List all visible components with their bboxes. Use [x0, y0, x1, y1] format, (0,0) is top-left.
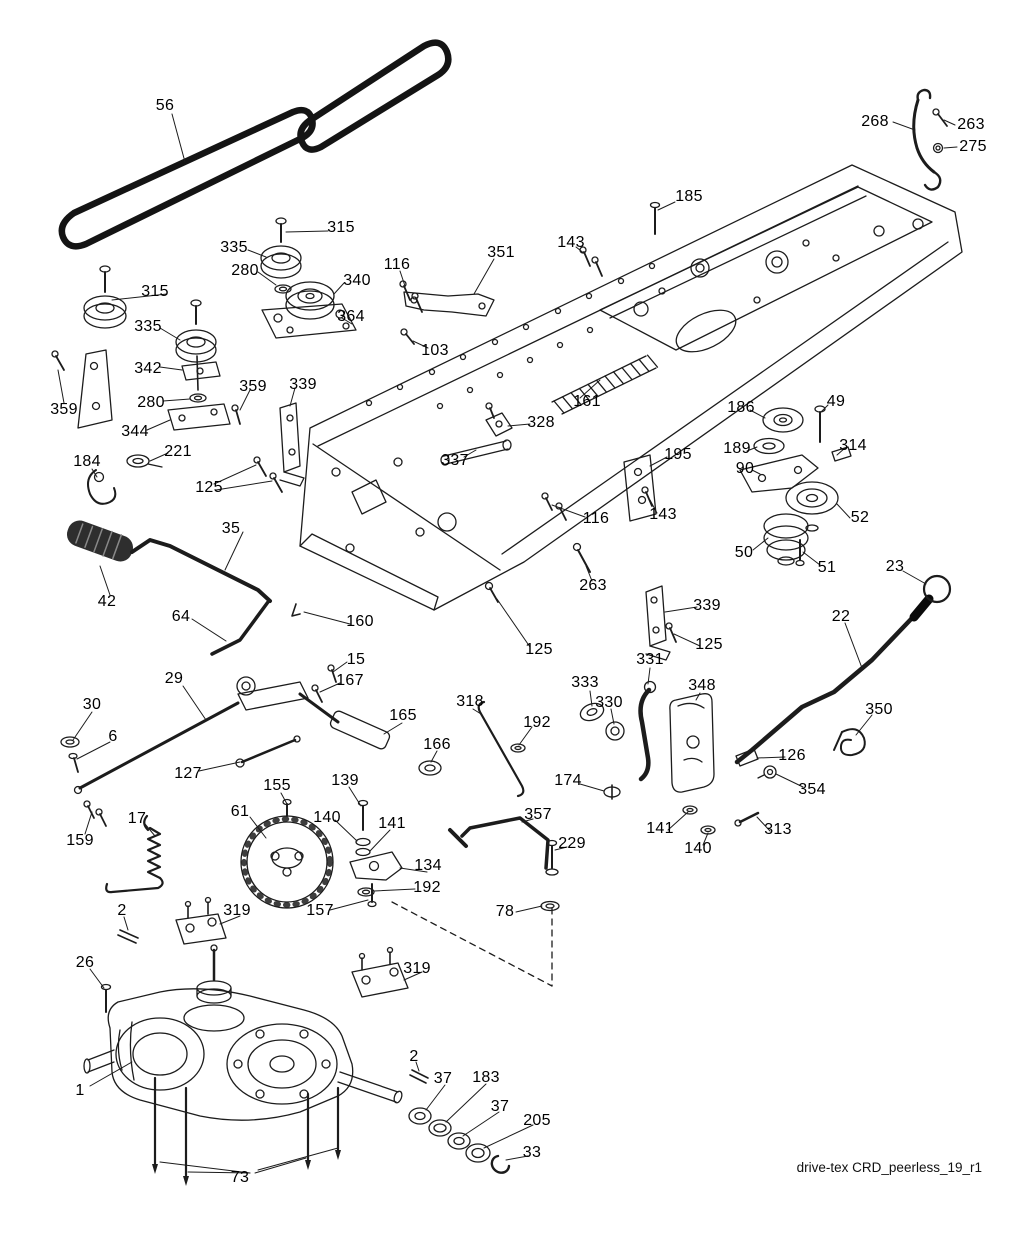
engine-pulleys-left — [83, 217, 357, 403]
vent-slots — [551, 354, 659, 415]
drive-belt — [58, 39, 452, 250]
leader-lines — [57, 113, 958, 1174]
axle-hardware — [408, 1107, 511, 1174]
control-rods — [60, 520, 952, 827]
frame-rivet-holes — [365, 262, 656, 410]
brake-linkage — [105, 798, 560, 912]
chassis-frame — [299, 164, 963, 611]
mounting-brackets-left — [51, 349, 305, 505]
upper-brackets — [399, 201, 661, 466]
support-brackets-right — [484, 454, 677, 661]
shift-lever-assembly — [579, 680, 866, 835]
dashed-reference-lines — [391, 901, 553, 987]
handle-grip — [66, 520, 134, 562]
transaxle — [83, 896, 429, 1186]
idler-pulleys-right — [739, 405, 852, 567]
tension-rod — [912, 88, 948, 191]
drawing-id: drive-tex CRD_peerless_19_r1 — [796, 1160, 982, 1175]
